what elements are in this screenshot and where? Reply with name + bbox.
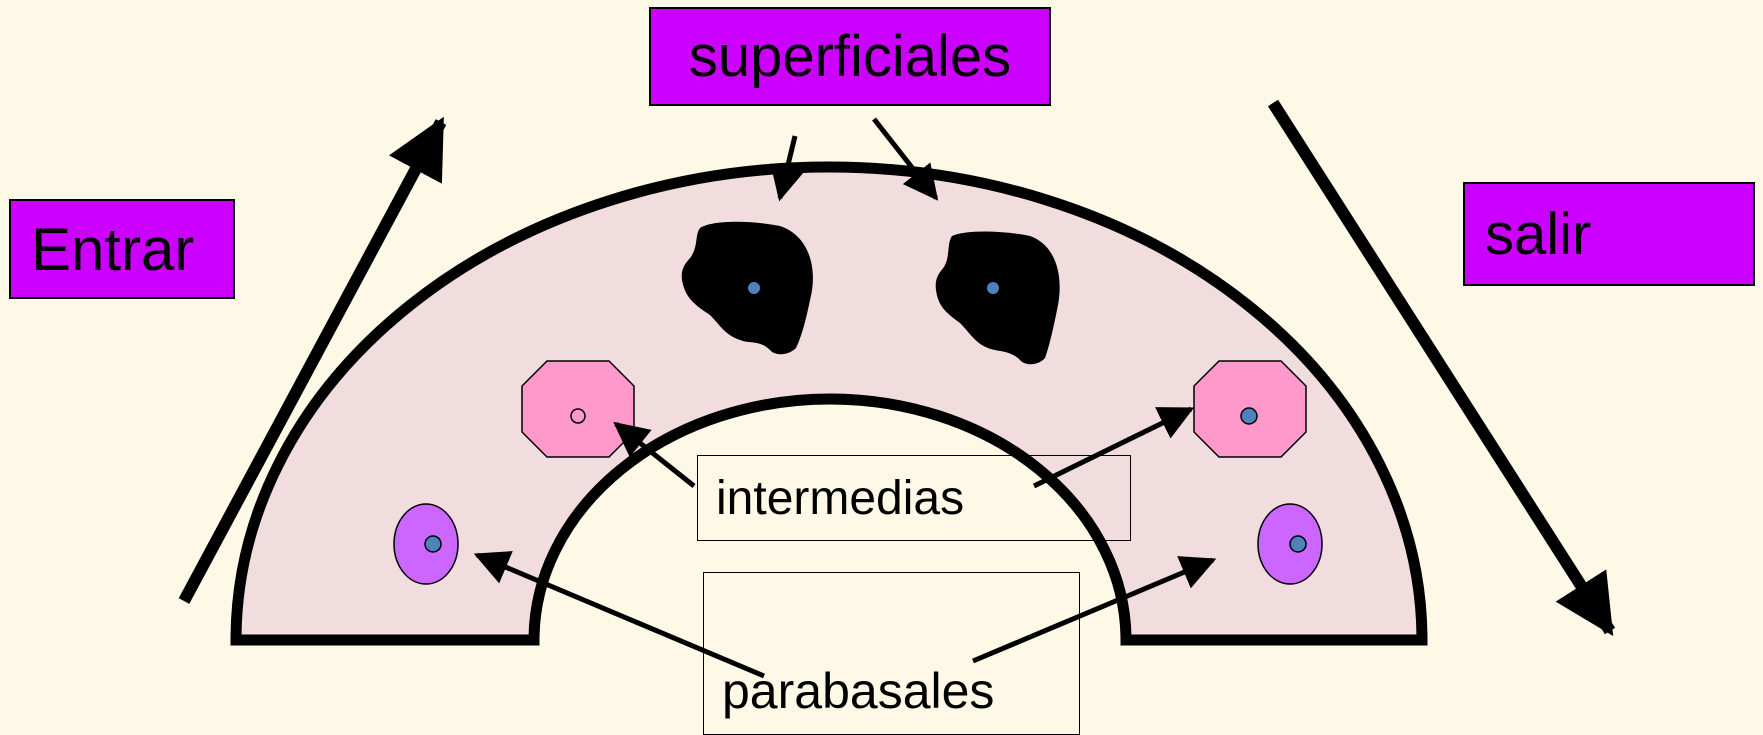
nucleus-dot <box>748 282 760 294</box>
parabasales-pointer-right <box>972 556 1217 664</box>
parabasal-cell-left <box>393 503 459 585</box>
intermediate-cell-left <box>521 360 635 458</box>
salir-arrow <box>1267 99 1616 637</box>
parabasales-pointer-left <box>473 551 765 679</box>
superficial-cell-left <box>681 221 813 355</box>
epithelium-arch <box>230 161 1428 646</box>
superficiales-pointer-left <box>770 135 805 202</box>
nucleus-dot <box>424 535 442 553</box>
entrar-arrow <box>178 116 447 604</box>
entrar-label: Entrar <box>9 199 235 299</box>
nucleus-dot <box>1240 407 1258 425</box>
salir-label: salir <box>1463 182 1755 286</box>
intermedias-pointer-right <box>1032 406 1195 489</box>
parabasales-label: parabasales <box>703 572 1080 735</box>
superficial-cell-right <box>935 231 1060 365</box>
nucleus-dot <box>570 408 586 424</box>
intermedias-label: intermedias <box>697 455 1131 541</box>
nucleus-dot <box>1289 535 1307 553</box>
superficiales-pointer-right <box>872 117 939 201</box>
superficiales-label: superficiales <box>649 7 1051 106</box>
intermedias-pointer-left <box>613 421 696 488</box>
intermediate-cell-right <box>1193 360 1307 458</box>
parabasal-cell-right <box>1257 503 1323 585</box>
nucleus-dot <box>987 282 999 294</box>
